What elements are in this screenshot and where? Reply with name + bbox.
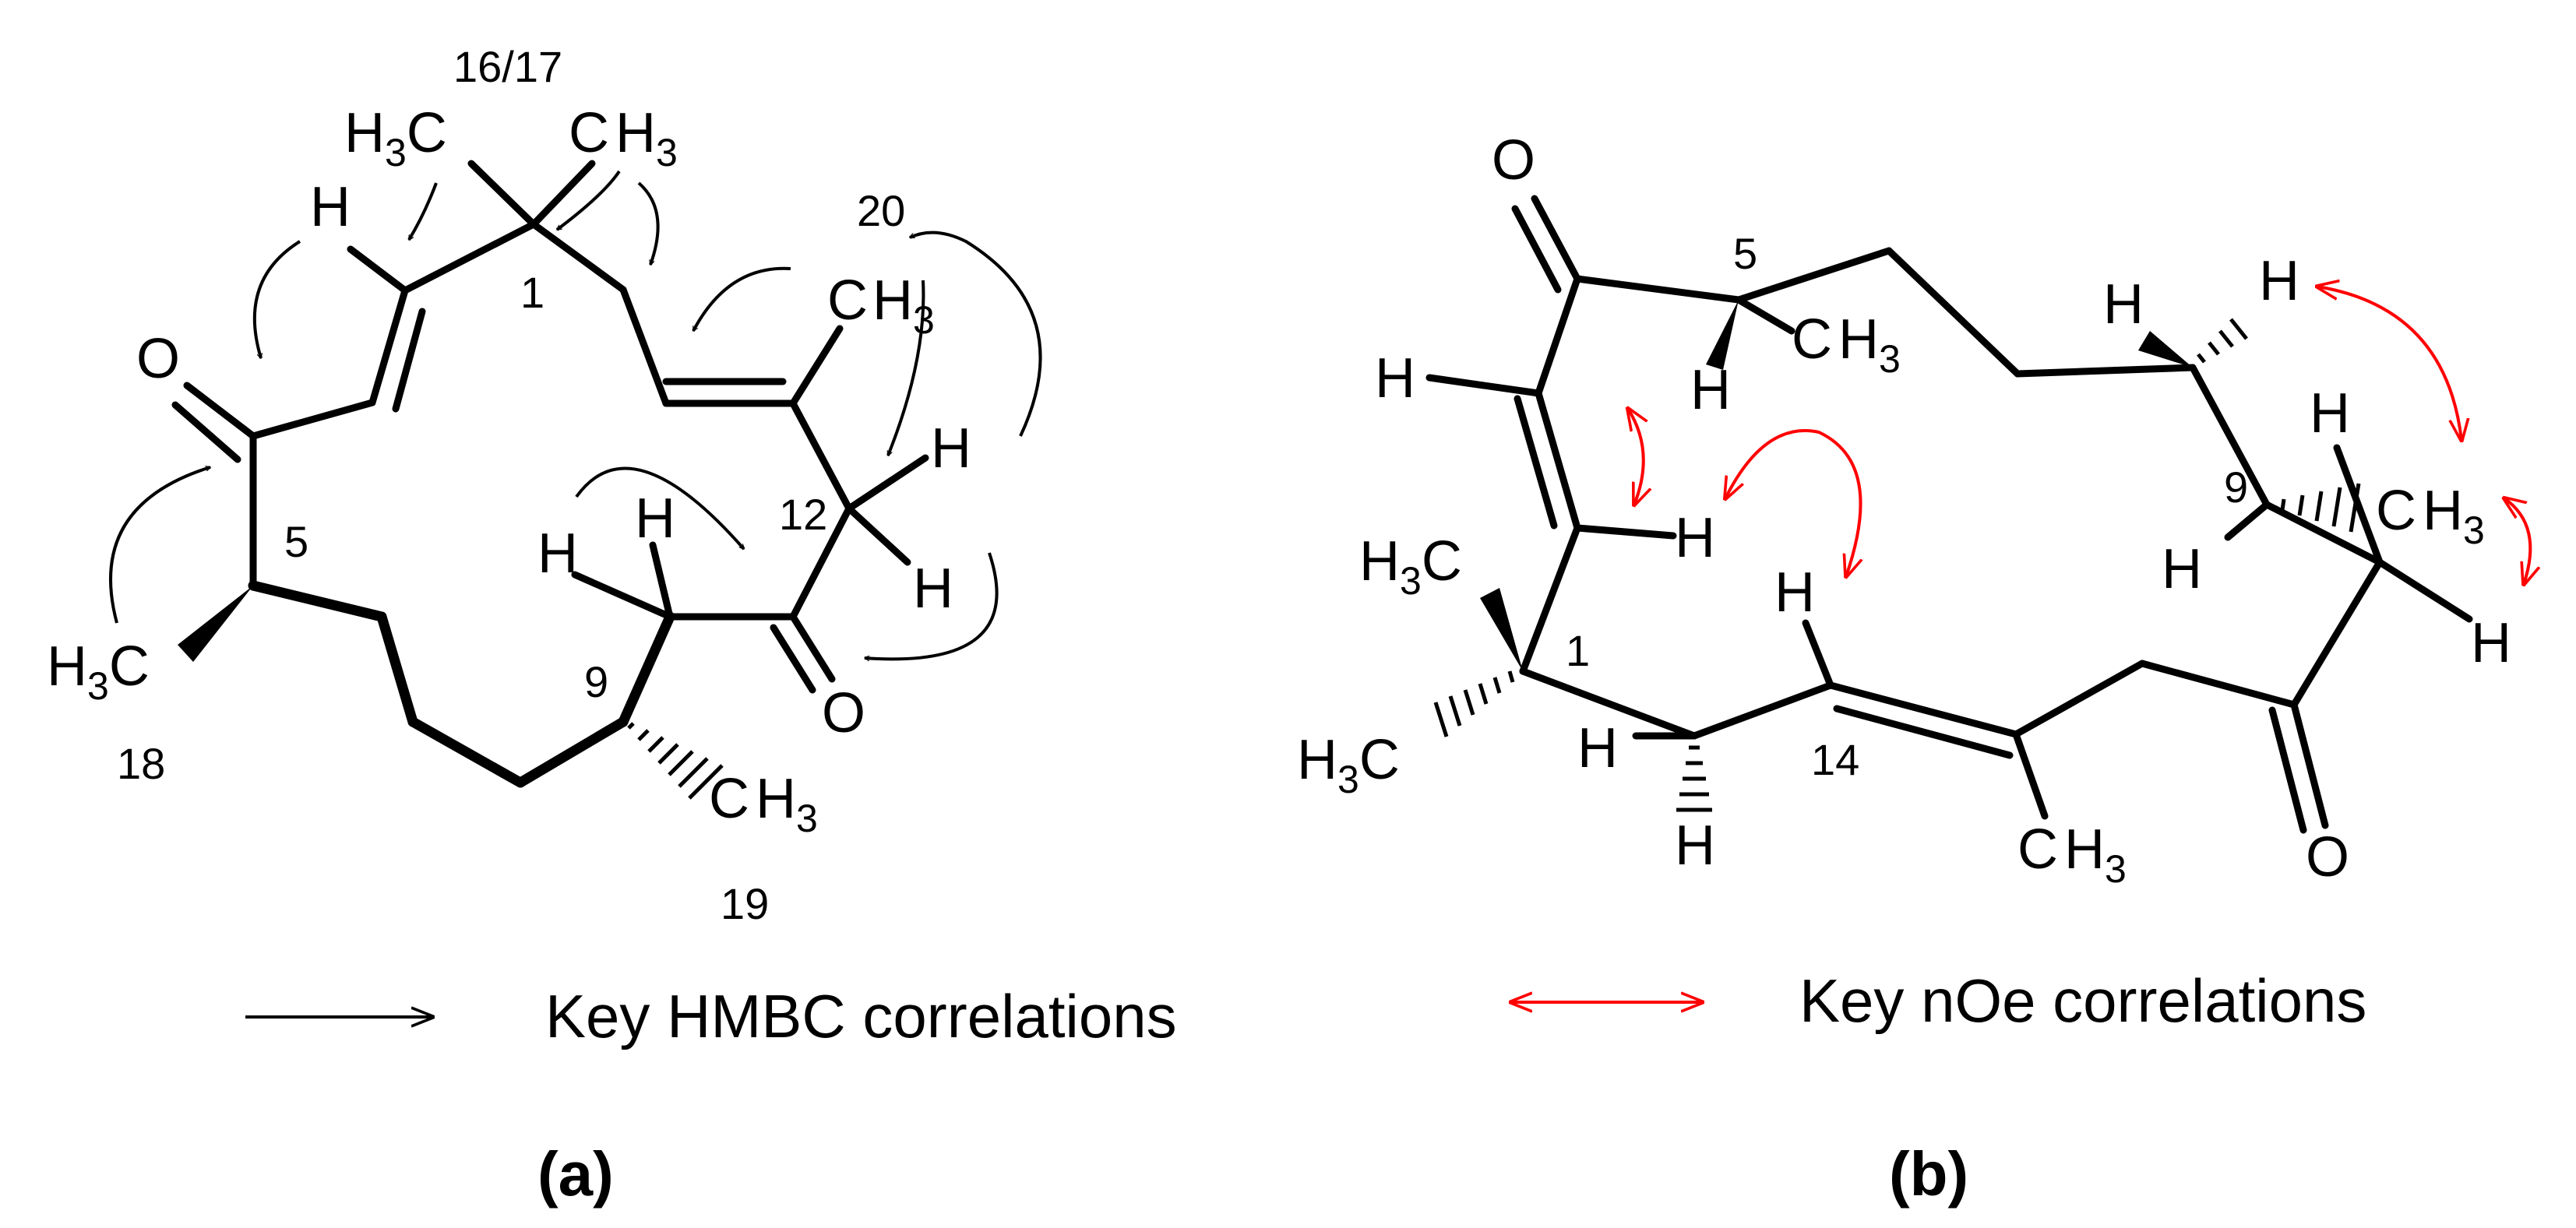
locant-19: 19 — [721, 879, 769, 928]
svg-text:H: H — [1675, 815, 1715, 877]
svg-text:H: H — [635, 487, 675, 550]
svg-text:H: H — [1375, 347, 1415, 410]
svg-text:H: H — [1774, 561, 1815, 624]
locant-1-b: 1 — [1566, 626, 1590, 675]
svg-text:H3: H3 — [615, 102, 678, 174]
svg-text:H: H — [2259, 250, 2299, 312]
svg-text:H: H — [1577, 717, 1618, 779]
svg-text:H3C: H3C — [1359, 530, 1462, 603]
panel-b-atoms: O H H C H3 H H3C H3C H H H C H3 O H H H … — [1297, 129, 2511, 891]
panel-a-label: (a) — [537, 1139, 614, 1209]
locant-14-b: 14 — [1811, 735, 1859, 784]
panel-b-bonds — [1425, 195, 2473, 834]
svg-text:H3C: H3C — [1297, 729, 1400, 801]
panel-b-label: (b) — [1889, 1139, 1968, 1209]
wedge-bond — [2138, 331, 2193, 368]
hmbc-arrows — [109, 170, 1042, 659]
svg-text:H3: H3 — [756, 768, 818, 840]
svg-text:H: H — [931, 417, 971, 480]
svg-text:H3: H3 — [2064, 818, 2127, 891]
svg-text:H: H — [2310, 382, 2350, 445]
svg-text:C: C — [2376, 480, 2416, 542]
hashed-bonds — [1433, 318, 2361, 812]
svg-text:H: H — [310, 176, 351, 238]
locant-18: 18 — [117, 739, 165, 788]
svg-text:H: H — [1675, 507, 1715, 569]
svg-text:H: H — [2103, 273, 2144, 336]
svg-text:C: C — [2017, 818, 2058, 881]
locant-5-b: 5 — [1733, 229, 1757, 278]
svg-text:O: O — [2306, 826, 2349, 888]
svg-text:H3: H3 — [1838, 308, 1901, 381]
hmbc-legend: Key HMBC correlations — [245, 982, 1177, 1050]
svg-text:O: O — [136, 328, 180, 390]
svg-text:O: O — [822, 682, 865, 744]
svg-text:H3: H3 — [872, 269, 935, 342]
svg-text:H: H — [2162, 538, 2202, 600]
svg-text:O: O — [1492, 129, 1535, 192]
locant-20: 20 — [857, 186, 905, 235]
svg-text:C: C — [569, 102, 609, 164]
locant-16-17: 16/17 — [453, 42, 562, 91]
svg-text:C: C — [709, 768, 749, 830]
locant-12: 12 — [779, 490, 827, 539]
noe-legend-text: Key nOe correlations — [1799, 966, 2366, 1035]
svg-text:H: H — [537, 523, 578, 585]
panel-b-structure: O H H C H3 H H3C H3C H H H C H3 O H H H … — [1297, 129, 2530, 891]
svg-text:H: H — [913, 558, 953, 620]
wedge-bond — [1706, 300, 1739, 370]
wedge-bond — [1480, 588, 1523, 671]
panel-b-locants: 5 9 1 14 — [1566, 229, 2248, 784]
svg-text:H3C: H3C — [344, 102, 447, 174]
hashed-bond — [627, 722, 724, 800]
locant-5: 5 — [284, 517, 308, 566]
noe-arrows — [1628, 287, 2530, 584]
hmbc-legend-text: Key HMBC correlations — [545, 982, 1177, 1050]
noe-legend: Key nOe correlations — [1511, 966, 2366, 1035]
panel-a-atoms: O H H3C C H3 C H3 H H H H O H3C C H3 — [47, 102, 971, 840]
svg-text:C: C — [827, 269, 868, 332]
locant-9-b: 9 — [2224, 463, 2248, 512]
svg-text:C: C — [1792, 308, 1832, 371]
panel-a-locants: 16/17 1 20 12 5 9 18 19 — [117, 42, 905, 928]
locant-9: 9 — [584, 657, 608, 706]
svg-text:H: H — [2471, 612, 2511, 674]
panel-a-structure: O H H3C C H3 C H3 H H H H O H3C C H3 16/… — [47, 42, 1042, 928]
svg-text:H: H — [1690, 359, 1731, 421]
panel-a-bonds — [171, 160, 929, 788]
svg-text:H3: H3 — [2423, 480, 2485, 552]
wedge-bond — [178, 586, 253, 662]
locant-1: 1 — [520, 268, 544, 317]
svg-text:H3C: H3C — [47, 635, 150, 708]
